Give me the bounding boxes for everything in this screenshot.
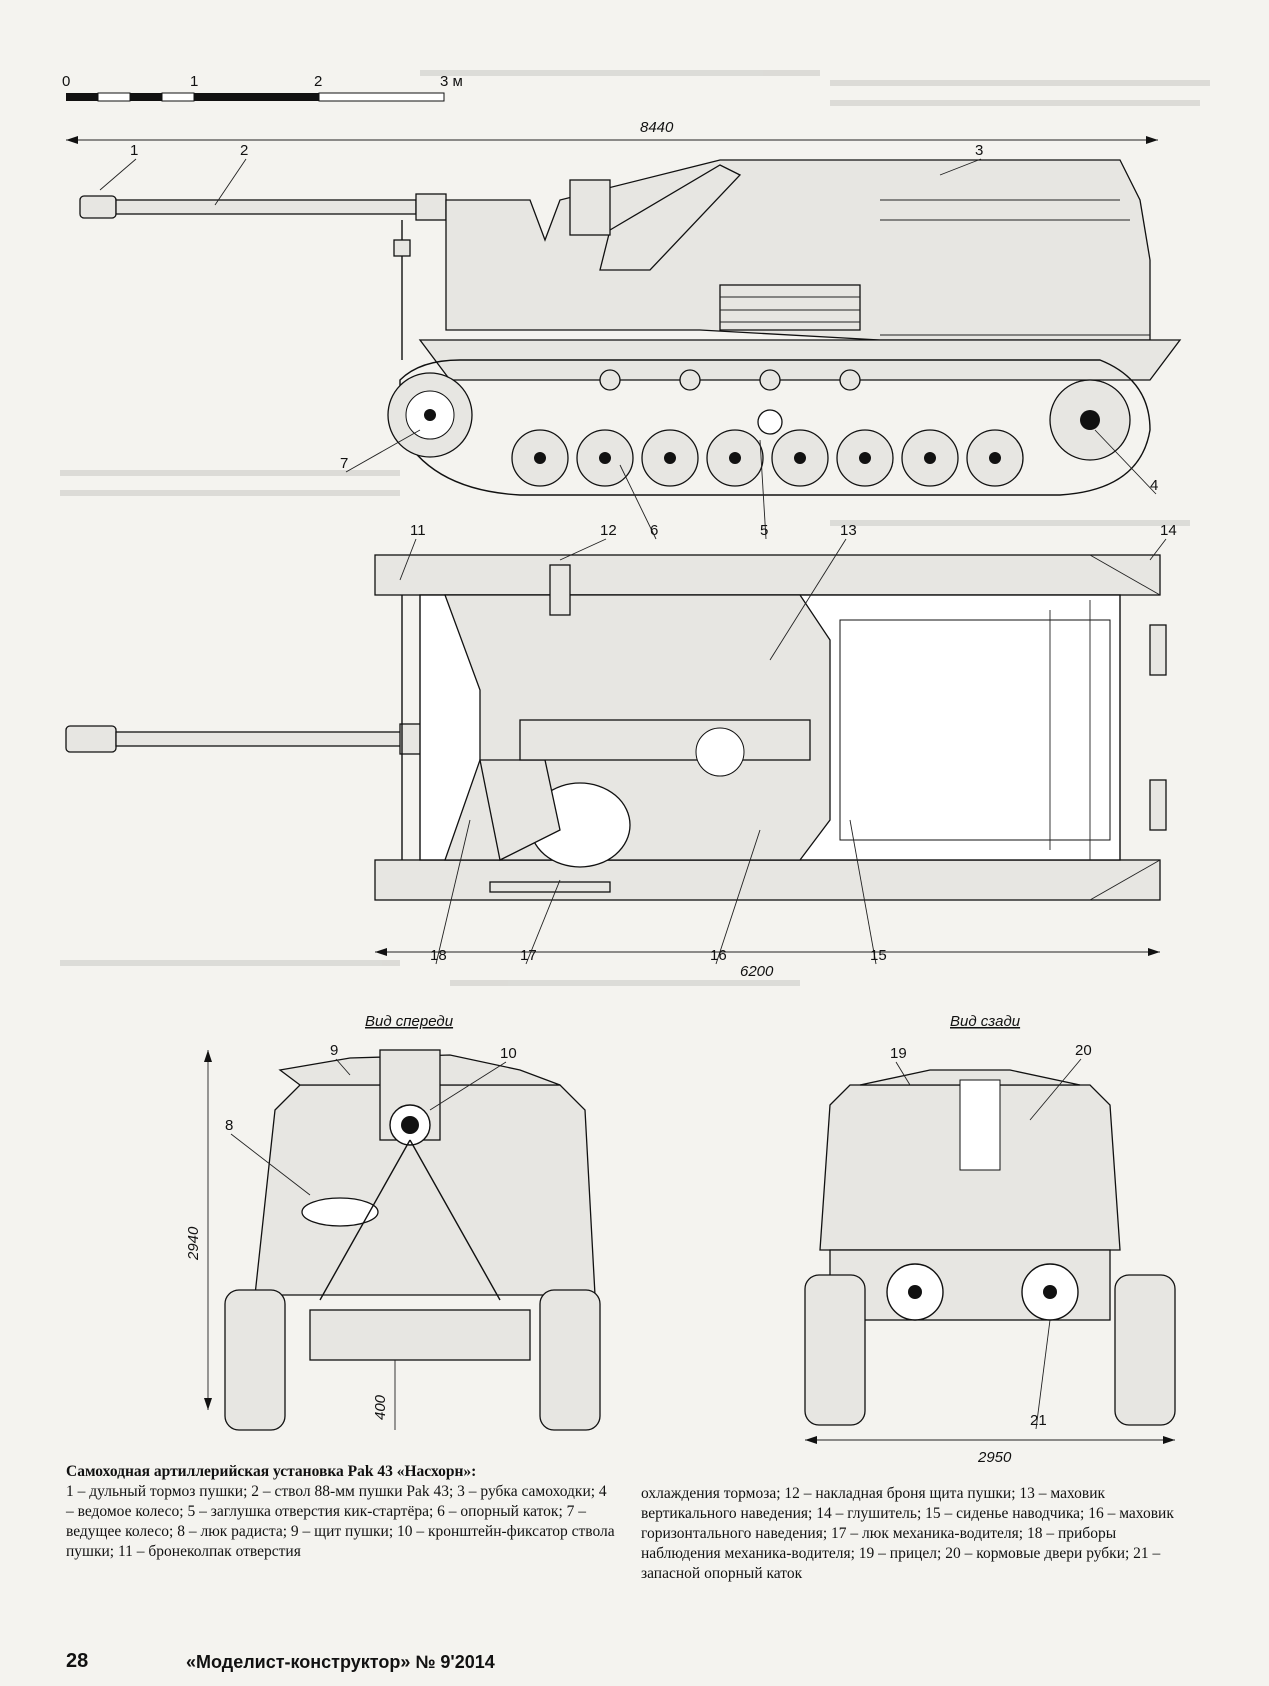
callout-9: 9 [330,1042,338,1059]
callout-leader-14 [1149,538,1167,561]
callout-leader-20 [1029,1058,1082,1121]
callout-11: 11 [410,522,426,539]
callout-21: 21 [1030,1412,1047,1429]
callout-leader-21 [1035,1319,1051,1430]
callout-13: 13 [840,522,857,539]
callout-leader-17 [525,879,561,965]
callout-leader-1 [99,158,137,191]
callout-19: 19 [890,1045,907,1062]
road-wheel-hub [664,452,676,464]
caption-part-1: 1 – дульный тормоз пушки; 2 – ствол 88-м… [66,1483,615,1560]
caption-column-1: Самоходная артиллерийская установка Pak … [66,1462,616,1562]
height-value: 2940 [185,1226,202,1261]
callout-leader-11 [399,538,417,581]
scale-bar: 0 1 2 3 м [62,73,463,102]
callout-17: 17 [520,947,537,964]
callout-6: 6 [650,522,658,539]
caption-title: Самоходная артиллерийская установка Pak … [66,1463,477,1480]
scale-label-1: 1 [190,73,198,90]
callout-leader-15 [849,819,877,965]
side-view-drawing [79,159,1182,496]
callout-leader-16 [715,829,761,965]
caption-part-2: охлаждения тормоза; 12 – накладная броня… [641,1485,1174,1582]
rear-view-drawing: Вид сзади 2950 [804,1013,1176,1466]
callout-leader-13 [769,538,847,661]
road-wheel-hub [534,452,546,464]
callout-leader-6 [619,464,657,540]
road-wheel-hub [599,452,611,464]
road-wheel-hub [794,452,806,464]
callout-15: 15 [870,947,887,964]
top-view-drawing: 6200 [65,554,1167,980]
scale-label-0: 0 [62,73,70,90]
callout-16: 16 [710,947,727,964]
callout-7: 7 [340,455,348,472]
callout-leader-19 [895,1061,911,1086]
callout-12: 12 [600,522,617,539]
callout-leader-5 [759,439,767,540]
road-wheel-hub [989,452,1001,464]
road-wheel-hub [859,452,871,464]
background-text-texture [60,70,1210,986]
callout-18: 18 [430,947,447,964]
callout-20: 20 [1075,1042,1092,1059]
callout-leader-12 [559,538,607,561]
road-wheel-hub [924,452,936,464]
callout-1: 1 [130,142,138,159]
rear-view-title: Вид сзади [950,1013,1021,1030]
callout-14: 14 [1160,522,1177,539]
width-value: 2950 [977,1449,1012,1466]
callout-leader-9 [335,1058,351,1076]
callout-leader-10 [429,1061,507,1111]
ground-clearance-value: 400 [372,1394,389,1420]
callout-3: 3 [975,142,983,159]
road-wheels [511,429,1024,487]
callout-leader-7 [345,429,421,473]
callout-leader-2 [214,158,247,206]
front-view-title: Вид спереди [365,1013,454,1030]
callout-4: 4 [1150,477,1158,494]
hull-length-value: 6200 [740,963,774,980]
callout-leader-4 [1094,429,1157,495]
callout-5: 5 [760,522,768,539]
dimension-overall-length: 8440 [66,119,1158,144]
callout-leader-8 [230,1133,311,1196]
page-number: 28 [66,1650,89,1672]
callout-leader-18 [435,819,471,965]
scale-label-3: 3 м [440,73,463,90]
magazine-title: «Моделист-конструктор» № 9'2014 [186,1652,495,1672]
overall-length-value: 8440 [640,119,674,136]
front-view-drawing: Вид спереди 2940 400 [185,1013,601,1431]
road-wheel-hub [729,452,741,464]
callout-leader-3 [939,158,982,176]
scale-label-2: 2 [314,73,322,90]
callout-8: 8 [225,1117,233,1134]
caption-column-2: охлаждения тормоза; 12 – накладная броня… [641,1484,1196,1584]
callout-10: 10 [500,1045,517,1062]
callout-2: 2 [240,142,248,159]
